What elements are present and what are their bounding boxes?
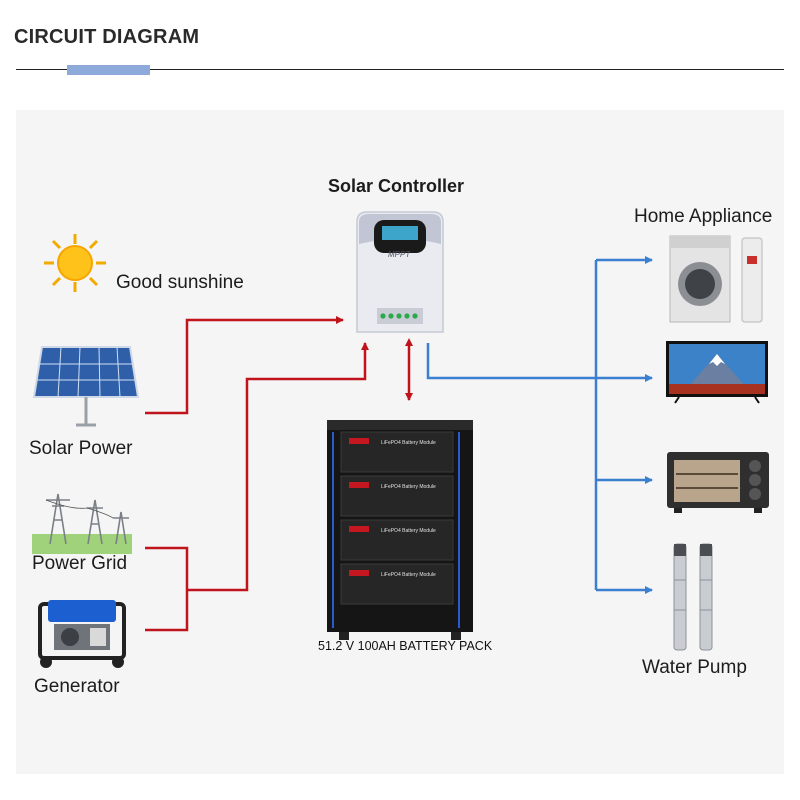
sunshine-label: Good sunshine — [116, 272, 244, 293]
home-appliance-label: Home Appliance — [634, 206, 773, 227]
battery-pack-label: 51.2 V 100AH BATTERY PACK — [318, 639, 493, 653]
oven-icon — [667, 452, 769, 513]
page-title: CIRCUIT DIAGRAM — [14, 26, 200, 48]
controller-output-wire — [426, 343, 653, 382]
water-pump-label: Water Pump — [642, 657, 747, 678]
generator-label: Generator — [34, 676, 120, 697]
power-grid-label: Power Grid — [32, 553, 128, 574]
solar-power-label: Solar Power — [29, 438, 133, 459]
header-accent-bar — [67, 65, 150, 75]
solar-panel-icon — [32, 346, 140, 427]
controller-brand: MPPT — [388, 250, 411, 259]
generator-icon — [38, 600, 126, 668]
solar-wire — [145, 316, 344, 415]
battery-module-text-2: LiFePO4 Battery Module — [381, 484, 436, 490]
washing-machine-icon — [669, 235, 763, 323]
tv-icon — [666, 341, 768, 404]
sun-icon — [44, 234, 106, 292]
water-pump-icon — [673, 543, 713, 651]
power-grid-icon — [32, 493, 132, 554]
battery-cabinet-icon — [327, 420, 473, 640]
battery-module-text-4: LiFePO4 Battery Module — [381, 572, 436, 578]
battery-module-text-1: LiFePO4 Battery Module — [381, 440, 436, 446]
controller-label: Solar Controller — [328, 176, 465, 196]
battery-module-text-3: LiFePO4 Battery Module — [381, 528, 436, 534]
grid-generator-wire — [145, 343, 365, 632]
header-divider — [16, 69, 784, 70]
solar-controller-icon — [356, 211, 444, 333]
